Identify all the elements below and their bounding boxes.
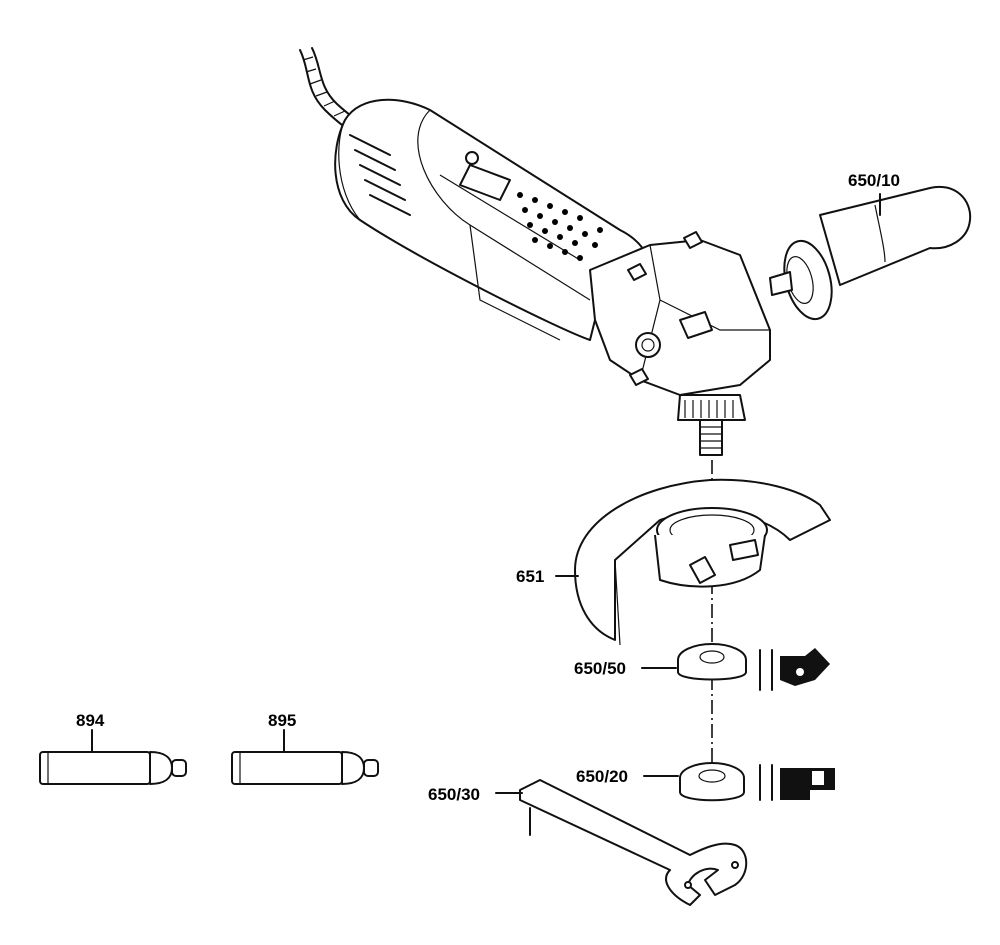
side-handle-drawing [769, 185, 972, 321]
part-label-650-50: 650/50 [574, 659, 626, 678]
part-label-650-30: 650/30 [428, 785, 480, 804]
carbon-brush-895-drawing [231, 751, 379, 785]
nut-profile-icon [759, 764, 835, 801]
grip-texture [517, 192, 603, 261]
pin-wrench-drawing [519, 779, 748, 906]
part-label-651: 651 [516, 567, 545, 586]
clamping-nut-drawing [679, 762, 835, 802]
mounting-flange-drawing [677, 643, 830, 691]
leader-lines [91, 193, 881, 794]
part-label-894: 894 [76, 711, 105, 730]
carbon-brush-894-drawing [39, 751, 187, 785]
part-label-650-20: 650/20 [576, 767, 628, 786]
part-label-895: 895 [268, 711, 297, 730]
part-label-650-10: 650/10 [848, 171, 900, 190]
angle-grinder-body [334, 98, 651, 341]
power-switch [459, 151, 511, 201]
gear-head [589, 231, 771, 456]
flange-profile-icon [759, 648, 830, 691]
wheel-guard-drawing [574, 478, 831, 646]
vent-slots [349, 134, 411, 216]
